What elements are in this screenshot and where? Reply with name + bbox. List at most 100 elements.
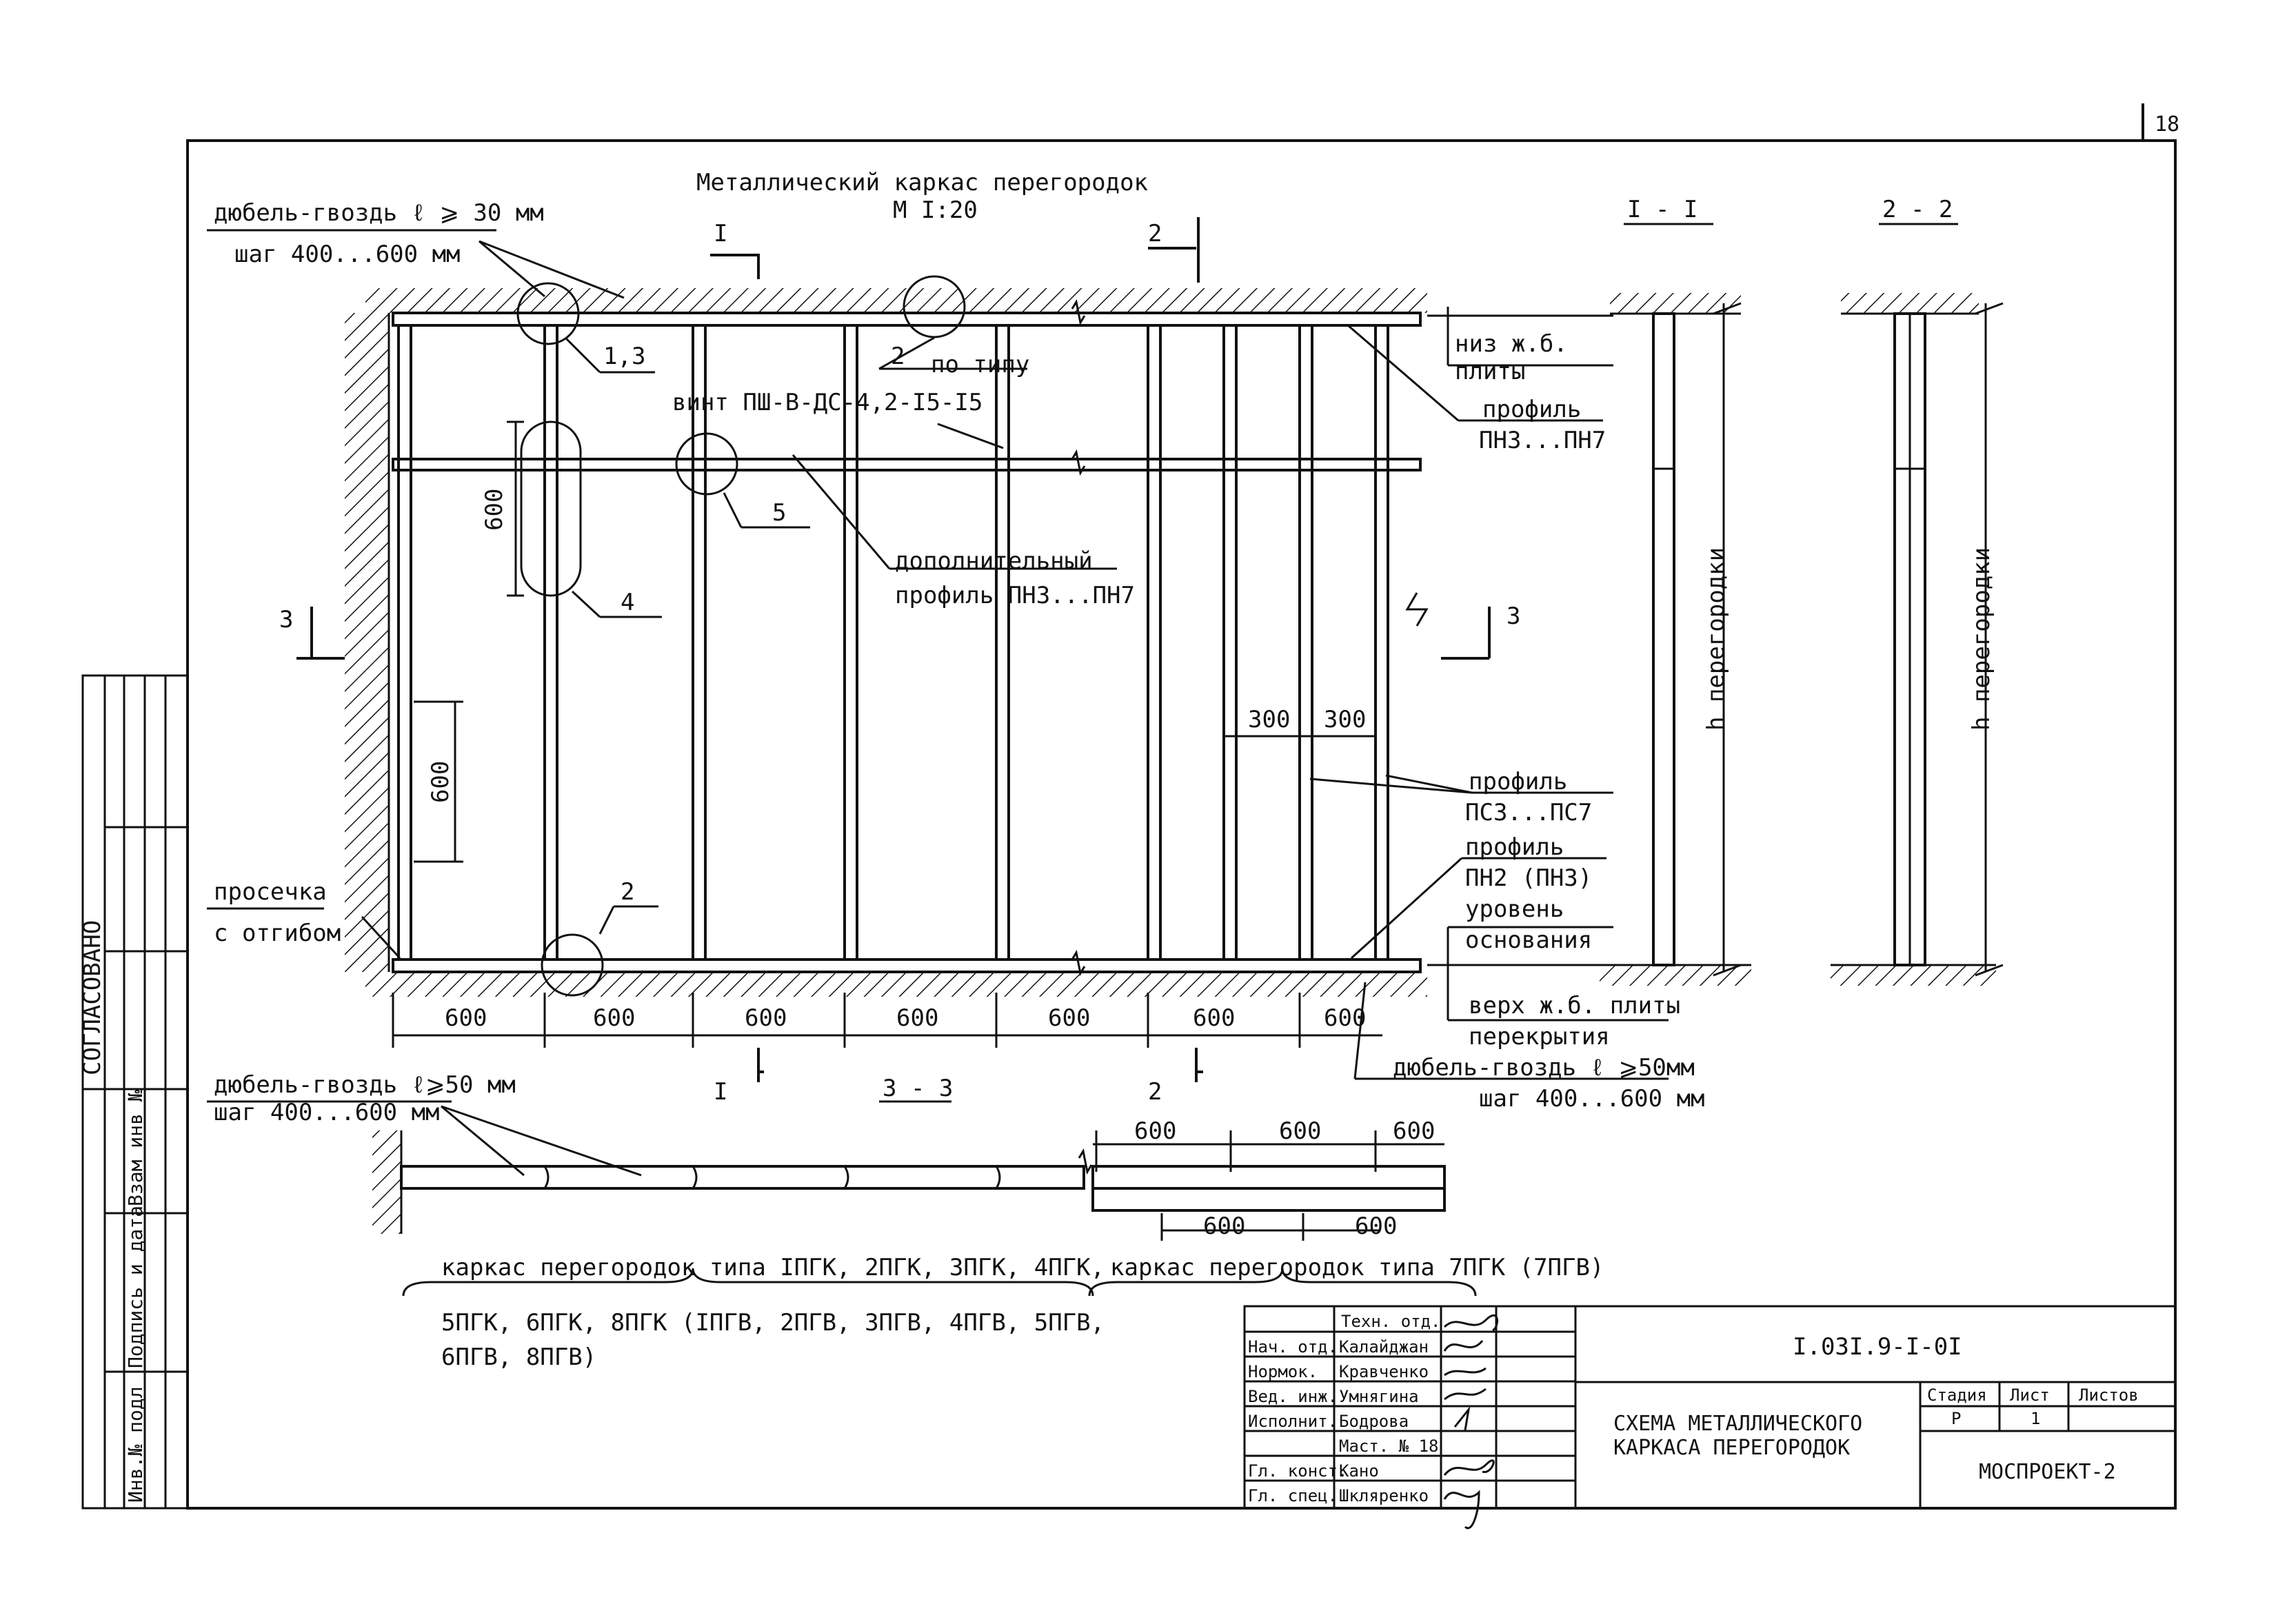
- top-step-label: шаг 400...600 мм: [234, 241, 461, 268]
- cut-3-right: 3: [1507, 602, 1520, 630]
- elevation-view: 600 600 300 300 600 600 600 600 600 600 …: [207, 199, 1705, 1113]
- bottom-track: [392, 958, 1422, 973]
- bottom-dim-line: [392, 993, 1382, 1048]
- doc-code: I.03I.9-I-0I: [1793, 1333, 1962, 1361]
- extra-profile-2: профиль ПН3...ПН7: [895, 582, 1135, 609]
- plan-dim-top-3: 600: [1393, 1117, 1435, 1145]
- level-markers: [1427, 307, 1669, 1022]
- section-2-2-label: 2 - 2: [1882, 196, 1953, 223]
- section-3-3-label: 3 - 3: [883, 1075, 953, 1102]
- floor-slab-hatch: [365, 972, 1427, 997]
- slab-top-1: верх ж.б. плиты: [1469, 992, 1680, 1019]
- role-3: Вед. инж.: [1248, 1387, 1338, 1406]
- profile-pn-1: профиль: [1465, 833, 1564, 861]
- name-4: Бодрова: [1339, 1412, 1409, 1431]
- h-label-2: h перегородки: [1968, 547, 1995, 731]
- callout-4: 4: [621, 589, 634, 616]
- stamp-sign-date: Подпись и дата: [124, 1206, 147, 1368]
- name-3: Умнягина: [1339, 1387, 1419, 1406]
- slab-bottom-2: плиты: [1455, 358, 1525, 385]
- frame-types-1b: 5ПГК, 6ПГК, 8ПГК (IПГВ, 2ПГВ, 3ПГВ, 4ПГВ…: [441, 1309, 1105, 1337]
- profile-top-2: ПН3...ПН7: [1479, 427, 1606, 454]
- drawing-title: Металлический каркас перегородок: [696, 169, 1148, 196]
- signatures: [1443, 1314, 1499, 1530]
- break-marks: [1071, 298, 1429, 977]
- plan-dim-bottom-2: 600: [1355, 1212, 1397, 1240]
- dim-300: [1222, 720, 1377, 748]
- org-name: МОСПРОЕКТ-2: [1979, 1460, 2116, 1484]
- dim-600-upper: 600: [481, 489, 508, 531]
- callout-13: 1,3: [603, 343, 645, 370]
- bottom-dowel: дюбель-гвоздь ℓ ⩾50мм: [1393, 1054, 1695, 1082]
- stamp-inv-replace: Взам инв №: [124, 1090, 147, 1206]
- bottom-dim-3: 600: [745, 1004, 787, 1032]
- left-step: шаг 400...600 мм: [214, 1099, 440, 1126]
- vertical-dims: [414, 420, 524, 863]
- plan-3-3: 3 - 3 дюбель-гвоздь ℓ⩾50 мм шаг 400...60…: [207, 1071, 1604, 1371]
- role-2: Нормок.: [1248, 1362, 1318, 1381]
- top-track: [392, 312, 1422, 327]
- dim-600-lower: 600: [427, 761, 454, 803]
- frame-types-2: каркас перегородок типа 7ПГК (7ПГВ): [1110, 1254, 1604, 1281]
- slab-top-2: перекрытия: [1469, 1023, 1610, 1050]
- role-7: Гл. спец.: [1248, 1486, 1338, 1505]
- detail-circles: [516, 275, 966, 997]
- plan-dim-bottom-1: 600: [1203, 1212, 1245, 1240]
- slab-bottom-1: низ ж.б.: [1455, 330, 1568, 358]
- section-I-I: I - I h перегородки: [1600, 196, 1751, 986]
- role-1: Нач. отд.: [1248, 1337, 1338, 1357]
- name-5: Маст. № 18: [1339, 1437, 1439, 1456]
- section-I-I-label: I - I: [1627, 196, 1697, 223]
- profile-top-1: профиль: [1482, 396, 1581, 423]
- name-2: Кравченко: [1339, 1362, 1429, 1381]
- bottom-dim-6: 600: [1193, 1004, 1235, 1032]
- bottom-dim-5: 600: [1048, 1004, 1090, 1032]
- callout-2-note: по типу: [931, 351, 1029, 378]
- sheets-header: Листов: [2079, 1386, 2139, 1405]
- cut-I-bottom: I: [714, 1078, 727, 1106]
- callout-2-bottom: 2: [621, 878, 634, 906]
- sheet-number: 18: [2155, 112, 2179, 136]
- profile-ps-1: профиль: [1469, 768, 1567, 795]
- section-cuts: [296, 217, 1491, 1082]
- stamp-agreed: СОГЛАСОВАНО: [79, 920, 106, 1075]
- studs: [397, 324, 1389, 961]
- bottom-step: шаг 400...600 мм: [1479, 1085, 1705, 1113]
- notch-1: просечка: [214, 878, 327, 906]
- sheet-header: Лист: [2010, 1386, 2050, 1405]
- name-7: Шкляренко: [1339, 1486, 1429, 1505]
- stage-value: Р: [1951, 1409, 1961, 1428]
- side-stamp: [81, 674, 189, 1510]
- top-dowel-label: дюбель-гвоздь ℓ ⩾ 30 мм: [214, 199, 544, 227]
- bottom-dim-7: 600: [1324, 1004, 1366, 1032]
- frame-types-1: каркас перегородок типа IПГК, 2ПГК, 3ПГК…: [441, 1254, 1105, 1281]
- plan-dim-top-2: 600: [1279, 1117, 1321, 1145]
- frame-types-1c: 6ПГВ, 8ПГВ): [441, 1343, 596, 1371]
- ceiling-slab-hatch: [365, 288, 1427, 313]
- h-label-1: h перегородки: [1702, 547, 1730, 731]
- title-block: [1243, 1305, 2177, 1510]
- cut-I-top: I: [714, 220, 727, 247]
- doc-title-2: КАРКАСА ПЕРЕГОРОДОК: [1613, 1436, 1850, 1460]
- extra-profile-1: дополнительный: [895, 547, 1093, 575]
- name-1: Калайджан: [1339, 1337, 1429, 1357]
- callout-5: 5: [772, 499, 786, 527]
- dept-label: Техн. отд.: [1341, 1312, 1441, 1331]
- stage-header: Стадия: [1927, 1386, 1987, 1405]
- sheet-value: 1: [2031, 1409, 2040, 1428]
- cut-2-top: 2: [1148, 220, 1162, 247]
- bottom-dim-1: 600: [445, 1004, 487, 1032]
- stamp-inv-orig: Инв.№ подл: [124, 1386, 147, 1503]
- profile-pn-2: ПН2 (ПН3): [1465, 864, 1592, 892]
- wall-hatch: [345, 313, 389, 972]
- dim-300-a: 300: [1248, 706, 1290, 733]
- role-6: Гл. конст.: [1248, 1461, 1348, 1481]
- callout-2-top: 2: [891, 343, 905, 370]
- profile-ps-2: ПС3...ПС7: [1465, 799, 1592, 826]
- level-1: уровень: [1465, 895, 1564, 923]
- name-6: Кано: [1339, 1461, 1379, 1481]
- screw-label: винт ПШ-В-ДС-4,2-I5-I5: [672, 389, 983, 416]
- role-4: Исполнит.: [1248, 1412, 1338, 1431]
